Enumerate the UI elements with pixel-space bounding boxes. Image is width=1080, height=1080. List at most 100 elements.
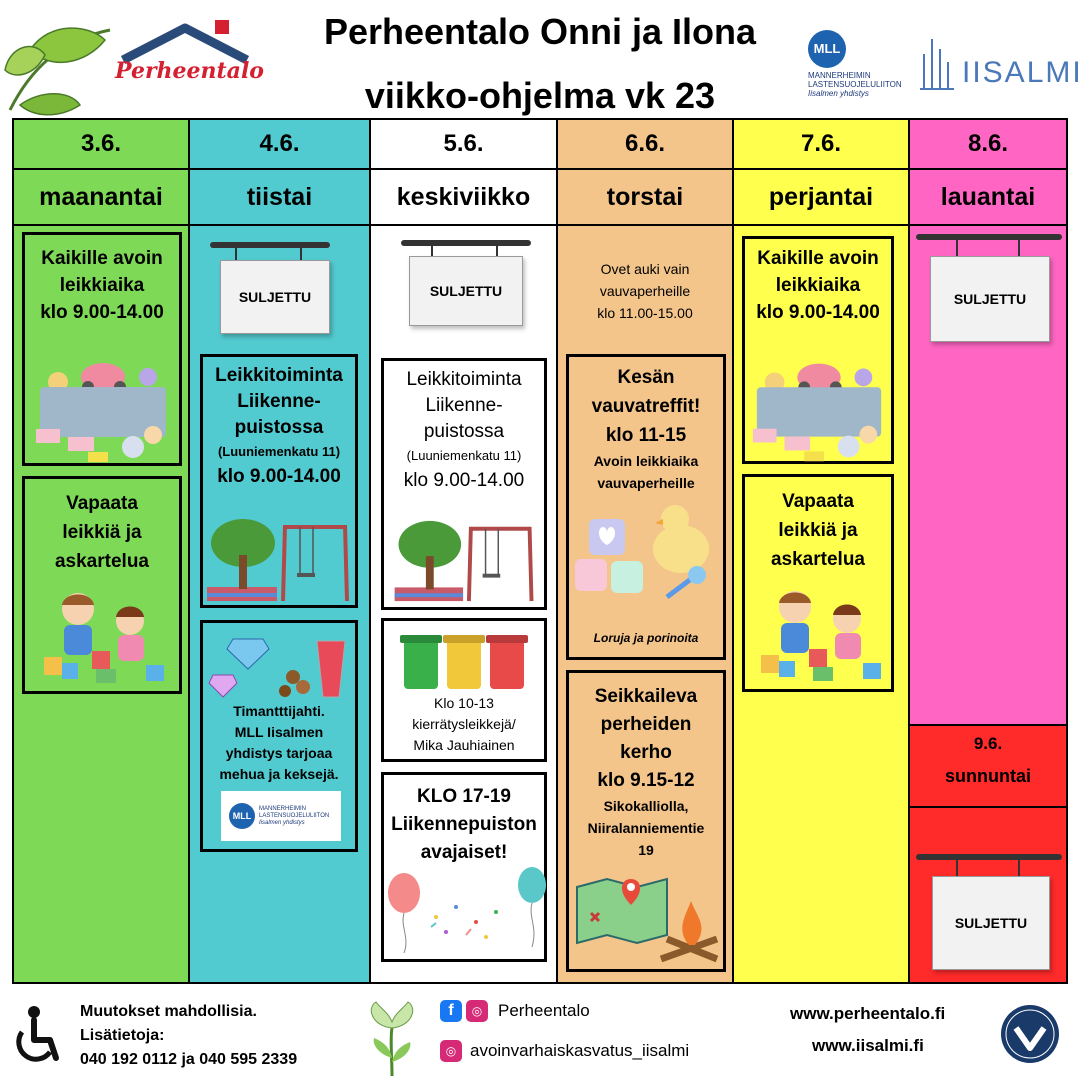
thursday-box1-line2: vauvatreffit! (591, 396, 701, 417)
day-monday: maanantai (14, 170, 188, 226)
diamond-juice-icon (208, 638, 346, 698)
friday-free-play-box: Vapaata leikkiä ja askartelua (742, 474, 894, 692)
page-title: Perheentalo Onni ja Ilona viikko-ohjelma… (270, 6, 810, 122)
monday-box2-line1: Vapaata (66, 493, 138, 514)
footer-info: Muutokset mahdollisia. Lisätietoja: 040 … (80, 1000, 297, 1072)
sunday-closed-sign: SULJETTU (932, 876, 1050, 970)
monday-box2-line3: askartelua (54, 551, 149, 572)
thursday-note-line2: vauvaperheille (599, 283, 691, 299)
monday-free-play-box: Vapaata leikkiä ja askartelua (22, 476, 182, 694)
website-link-iisalmi[interactable]: www.iisalmi.fi (812, 1036, 924, 1055)
column-tuesday: 4.6. tiistai SULJETTU Leikkitoiminta Lii… (188, 118, 371, 984)
tuesday-box2-line4: mehua ja keksejä. (219, 766, 339, 782)
friday-box2-line2: leikkiä ja (778, 520, 858, 541)
thursday-box1-sub1: Avoin leikkiaika (593, 453, 699, 469)
date-wednesday: 5.6. (371, 120, 556, 170)
thursday-family-club-box: Seikkaileva perheiden kerho klo 9.15-12 … (566, 670, 726, 972)
wednesday-closed-sign: SULJETTU (409, 256, 523, 326)
leaf-decoration (0, 10, 115, 120)
instagram-social-label: avoinvarhaiskasvatus_iisalmi (470, 1041, 690, 1060)
day-wednesday: keskiviikko (371, 170, 556, 226)
wednesday-box2-line2: kierrätysleikkejä/ (412, 716, 516, 732)
footer-info-line1: Muutokset mahdollisia. (80, 1003, 257, 1020)
date-thursday: 6.6. (558, 120, 732, 170)
map-campfire-icon (576, 877, 719, 963)
day-thursday: torstai (558, 170, 732, 226)
thursday-note-line1: Ovet auki vain (600, 261, 690, 277)
thursday-box1-line1: Kesän (617, 367, 675, 388)
thursday-box1-sub2: vauvaperheille (597, 475, 695, 491)
day-saturday: lauantai (910, 170, 1066, 226)
instagram-icon: ◎ (440, 1040, 462, 1062)
mll-small-logo-line1: MANNERHEIMIN (259, 805, 307, 812)
recycling-bins-icon (400, 635, 528, 689)
sign-rod (210, 242, 330, 248)
tuesday-box1-line2: Liikenne- (237, 391, 321, 412)
column-monday: 3.6. maanantai Kaikille avoin leikkiaika… (12, 118, 190, 984)
column-wednesday: 5.6. keskiviikko SULJETTU Leikkitoiminta… (369, 118, 558, 984)
iisalmi-logo: IISALMI (918, 34, 1080, 96)
thursday-box2-line3: kerho (620, 742, 672, 763)
footer-info-line3: 040 192 0112 ja 040 595 2339 (80, 1051, 298, 1068)
sign-wire (1018, 236, 1020, 260)
baby-toys-icon (575, 505, 709, 599)
tuesday-box1-address: (Luuniemenkatu 11) (217, 444, 341, 459)
monday-box1-line3: klo 9.00-14.00 (40, 302, 164, 323)
thursday-box1-line3: klo 11-15 (605, 425, 687, 446)
tuesday-diamond-hunt-box: Timantttijahti. MLL Iisalmen yhdistys ta… (200, 620, 358, 852)
thursday-box1-caption: Loruja ja porinoita (593, 631, 699, 645)
date-tuesday: 4.6. (190, 120, 369, 170)
toy-box-icon (36, 363, 166, 462)
wednesday-box1-line1: Leikkitoiminta (406, 369, 522, 390)
sign-wire (956, 856, 958, 880)
sign-wire (496, 242, 498, 262)
friday-box1-line1: Kaikille avoin (757, 248, 879, 269)
mll-logo: MLL MANNERHEIMIN LASTENSUOJELULIITON Iis… (808, 30, 903, 110)
tuesday-box2-line1: Timantttijahti. (233, 703, 325, 719)
mll-logo-line3: Iisalmen yhdistys (808, 89, 869, 98)
sign-rod (401, 240, 531, 246)
day-friday: perjantai (734, 170, 908, 226)
balloons-confetti-icon (388, 867, 546, 954)
day-sunday: sunnuntai (945, 766, 1031, 786)
mll-logo-line2: LASTENSUOJELULIITON (808, 80, 902, 89)
title-line-1: Perheentalo Onni ja Ilona (323, 11, 757, 52)
mll-small-logo: MLL MANNERHEIMIN LASTENSUOJELULIITON Iis… (221, 791, 341, 841)
sunday-section: 9.6. sunnuntai SULJETTU (910, 724, 1066, 982)
thursday-box2-sub3: 19 (638, 842, 654, 858)
footer-info-line2: Lisätietoja: (80, 1027, 165, 1044)
sign-wire (956, 236, 958, 260)
mll-small-logo-badge: MLL (229, 803, 255, 829)
friday-box2-line3: askartelua (770, 549, 865, 570)
perheentalo-logo: Perheentalo (115, 18, 264, 98)
website-link-perheentalo[interactable]: www.perheentalo.fi (790, 1004, 946, 1023)
accessibility-icon (16, 1006, 59, 1062)
mll-small-logo-line2: LASTENSUOJELULIITON (259, 812, 330, 819)
column-thursday: 6.6. torstai Ovet auki vain vauvaperheil… (556, 118, 734, 984)
date-monday: 3.6. (14, 120, 188, 170)
monday-box1-line1: Kaikille avoin (41, 248, 163, 269)
mll-logo-line1: MANNERHEIMIN (808, 71, 871, 80)
sign-rod (916, 234, 1062, 240)
tuesday-playground-box: Leikkitoiminta Liikenne- puistossa (Luun… (200, 354, 358, 608)
thursday-box2-line1: Seikkaileva (594, 686, 698, 707)
friday-box2-line1: Vapaata (782, 491, 854, 512)
iisalmi-logo-text: IISALMI (962, 56, 1080, 89)
tuesday-closed-sign: SULJETTU (220, 260, 330, 334)
wednesday-box3-line2: Liikennepuiston (391, 814, 537, 835)
instagram-icon: ◎ (466, 1000, 488, 1022)
wednesday-playground-box: Leikkitoiminta Liikenne- puistossa (Luun… (381, 358, 547, 610)
sign-wire (1018, 856, 1020, 880)
tuesday-box1-time: klo 9.00-14.00 (217, 466, 341, 487)
thursday-baby-meetup-box: Kesän vauvatreffit! klo 11-15 Avoin leik… (566, 354, 726, 660)
wednesday-box3-line3: avajaiset! (420, 842, 508, 863)
sign-wire (300, 244, 302, 266)
date-sunday: 9.6. (973, 734, 1003, 753)
playground-tree-icon (207, 519, 349, 602)
wednesday-box1-line3: puistossa (423, 421, 505, 442)
tuesday-box2-line3: yhdistys tarjoaa (225, 745, 333, 761)
friday-box1-line3: klo 9.00-14.00 (756, 302, 880, 323)
wednesday-box2-line3: Mika Jauhiainen (413, 737, 515, 753)
facebook-social[interactable]: f ◎ Perheentalo (440, 1000, 590, 1022)
instagram-social[interactable]: ◎ avoinvarhaiskasvatus_iisalmi (440, 1040, 689, 1062)
